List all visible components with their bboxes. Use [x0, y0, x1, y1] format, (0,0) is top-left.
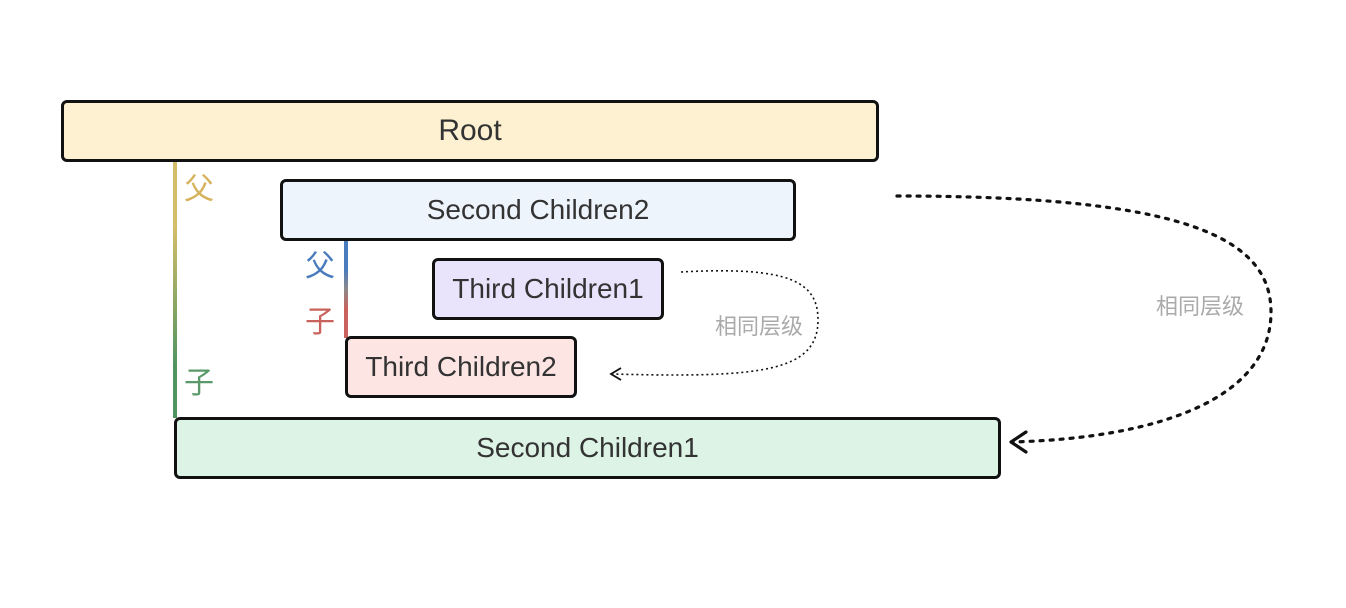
outer-parent-tag: 父 [184, 172, 214, 207]
second-children1-node: Second Children1 [174, 417, 1001, 479]
third-children1-node: Third Children1 [432, 258, 664, 320]
third-children2-node: Third Children2 [345, 336, 577, 398]
root-node: Root [61, 100, 879, 162]
inner-parent-child-line [344, 240, 348, 338]
same-level-arrowhead-large [1009, 430, 1028, 454]
inner-parent-tag: 父 [305, 249, 335, 284]
second-children1-label: Second Children1 [476, 432, 699, 463]
outer-parent-child-line [173, 162, 177, 418]
root-node-label: Root [438, 114, 502, 147]
same-level-arrowhead-small [609, 367, 622, 381]
third-children1-label: Third Children1 [452, 273, 644, 304]
second-children2-node: Second Children2 [280, 179, 796, 241]
second-children2-label: Second Children2 [426, 194, 650, 225]
same-level-label-small: 相同层级 [715, 315, 804, 340]
inner-child-tag: 子 [305, 305, 335, 340]
outer-child-tag: 子 [184, 366, 214, 401]
same-level-label-large: 相同层级 [1156, 295, 1245, 320]
same-level-arrow-large [895, 194, 1273, 444]
same-level-arrow-small [612, 269, 819, 376]
third-children2-label: Third Children2 [365, 351, 557, 382]
